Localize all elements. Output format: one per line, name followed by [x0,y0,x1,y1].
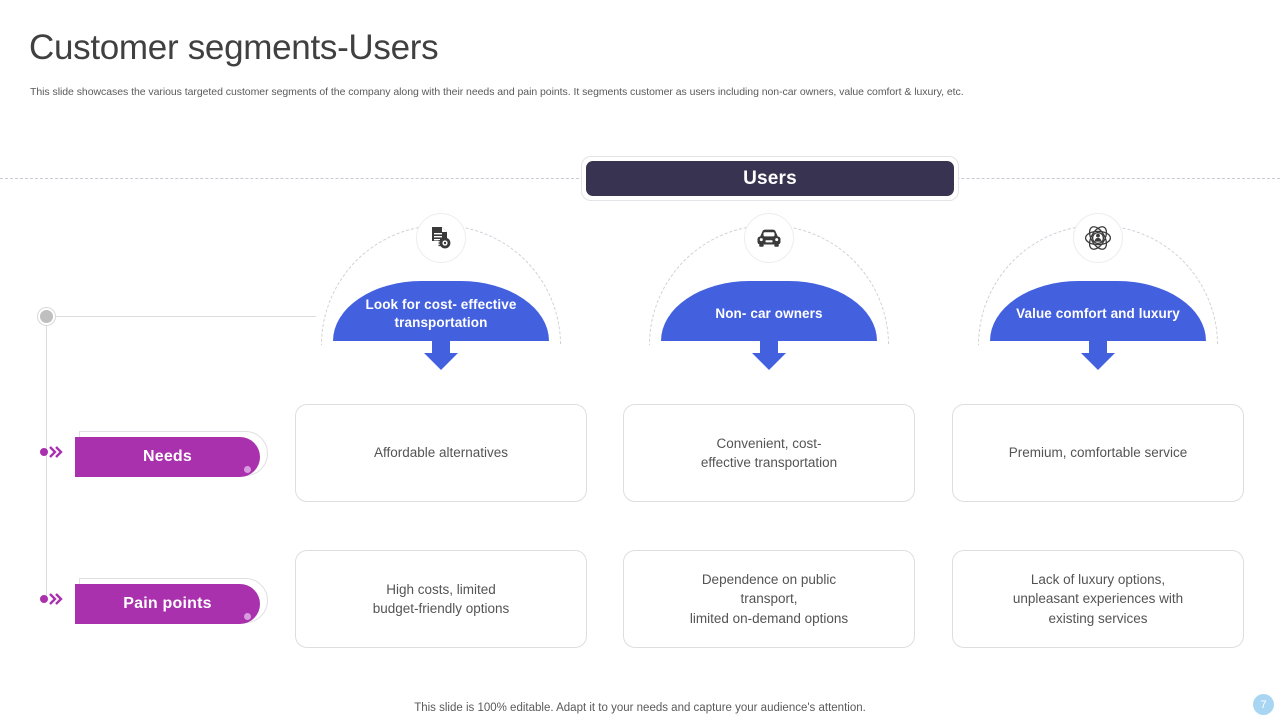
needs-line-1: Premium, comfortable service [1008,445,1188,461]
needs-line-1: Convenient, cost- [716,435,822,451]
pain-card: Lack of luxury options, unpleasant exper… [952,550,1244,648]
needs-card: Premium, comfortable service [952,404,1244,502]
dome-line-2: and luxury [1110,305,1180,321]
needs-line-1: Affordable alternatives [373,445,509,461]
rail-vertical-connector [46,316,47,601]
dome-line-2: effective transportation [394,296,517,330]
pain-line-3: limited on-demand options [689,610,849,626]
pain-card: High costs, limited budget-friendly opti… [295,550,587,648]
footer-note: This slide is 100% editable. Adapt it to… [414,702,866,714]
row-label-text: Needs [142,448,193,465]
pill-knob-dot [244,613,251,620]
users-hub-inner: Users [586,161,954,196]
row-label-pill: Pain points [75,584,260,624]
dome-line-2: car owners [750,305,823,321]
pain-line-1: Lack of luxury options, [1030,572,1166,588]
needs-card: Convenient, cost- effective transportati… [623,404,915,502]
pain-card-text: Lack of luxury options, unpleasant exper… [1013,570,1183,627]
pain-card-text: High costs, limited budget-friendly opti… [373,580,510,618]
rail-origin-dot [38,308,55,325]
pain-line-3: existing services [1048,610,1148,626]
needs-card-text: Convenient, cost- effective transportati… [701,434,837,472]
segment-dome-label: Non- car owners [697,305,840,323]
pill-knob-dot [244,466,251,473]
row-label-pill: Needs [75,437,260,477]
segment-column-0: Look for cost- effective transportation … [271,0,611,720]
needs-line-2: effective transportation [700,455,838,470]
page-number-badge: 7 [1253,694,1274,715]
chevron-bullet-icon [40,593,67,605]
pain-line-2: unpleasant experiences with [1012,591,1184,607]
car-icon [744,213,794,263]
atom-person-icon [1073,213,1123,263]
pain-line-1: High costs, limited [386,581,496,597]
dome-line-1: Value comfort [1016,305,1107,321]
needs-card-text: Premium, comfortable service [1009,443,1188,462]
segment-column-1: Non- car owners Convenient, cost- effect… [599,0,939,720]
users-hub-box[interactable]: Users [581,156,959,201]
pain-line-2: transport, [740,591,798,607]
pain-line-1: Dependence on public [701,572,837,588]
document-money-icon [416,213,466,263]
needs-card: Affordable alternatives [295,404,587,502]
pain-card-text: Dependence on public transport, limited … [690,570,848,627]
page-subtitle: This slide showcases the various targete… [30,86,964,98]
dome-line-1: Non- [715,305,747,321]
dome-line-1: Look for cost- [365,296,457,312]
row-label-text: Pain points [123,595,212,612]
segment-dome-label: Look for cost- effective transportation [333,296,549,332]
segment-column-2: Value comfort and luxury Premium, comfor… [928,0,1268,720]
segment-dome-label: Value comfort and luxury [998,305,1198,323]
users-hub-label: Users [743,167,797,189]
chevron-bullet-icon [40,446,67,458]
needs-card-text: Affordable alternatives [374,443,508,462]
page-title: Customer segments-Users [29,28,439,67]
rail-horizontal-connector [46,316,316,317]
pain-card: Dependence on public transport, limited … [623,550,915,648]
pain-line-2: budget-friendly options [372,601,510,616]
